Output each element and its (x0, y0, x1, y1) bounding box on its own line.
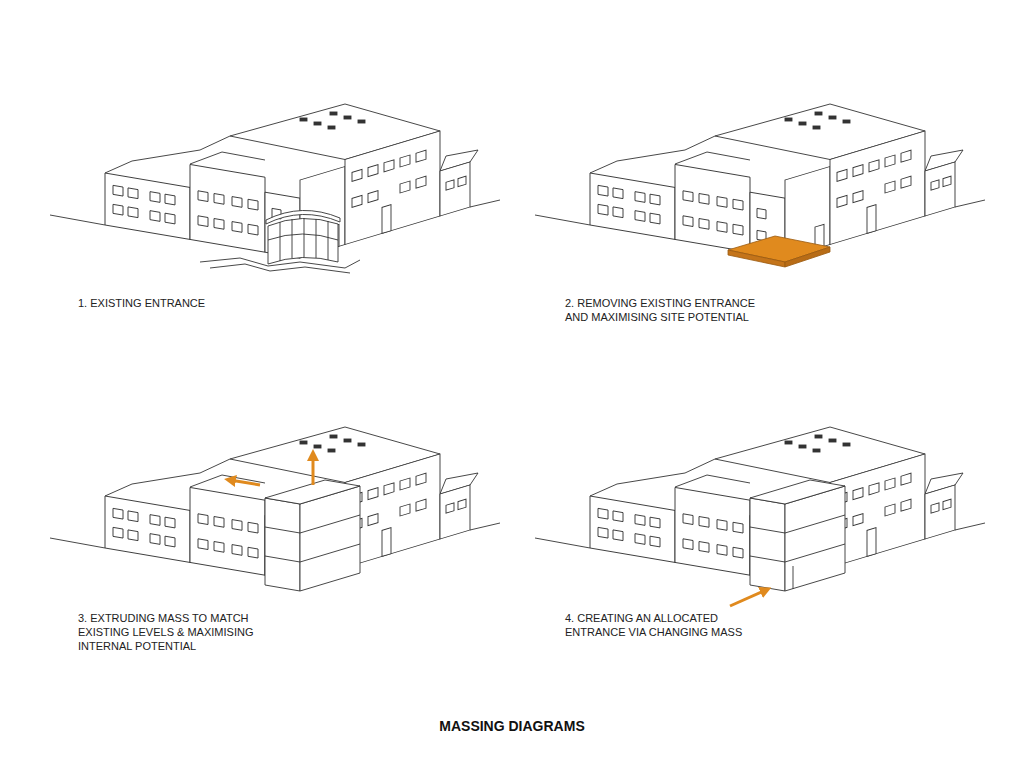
panel-extruded (50, 427, 500, 591)
step-caption: 4. CREATING AN ALLOCATED ENTRANCE VIA CH… (565, 611, 761, 639)
panel-entrance (535, 427, 985, 606)
step-caption: 3. EXTRUDING MASS TO MATCH EXISTING LEVE… (78, 611, 278, 653)
step-caption: 1. EXISTING ENTRANCE (78, 296, 308, 310)
diagram-title: MASSING DIAGRAMS (0, 718, 1024, 734)
panel-existing (50, 104, 500, 273)
step-caption: 2. REMOVING EXISTING ENTRANCE AND MAXIMI… (565, 296, 777, 324)
panel-removed (535, 104, 985, 267)
